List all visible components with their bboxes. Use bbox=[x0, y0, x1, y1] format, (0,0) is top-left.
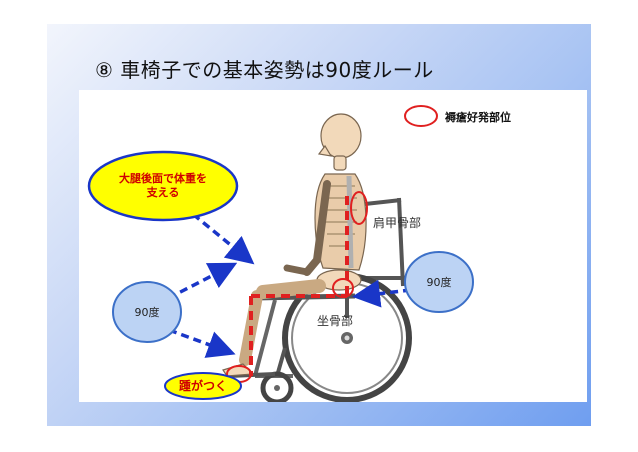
arrow-to-ankle bbox=[168, 328, 236, 358]
legend-swatch bbox=[404, 105, 438, 127]
angle-bubble-left: 90度 bbox=[134, 306, 160, 319]
arrow-to-seat bbox=[352, 279, 412, 308]
caster-wheel bbox=[260, 347, 294, 402]
callout-heel-touch: 踵がつく bbox=[178, 378, 227, 393]
label-ischium: 坐骨部 bbox=[317, 314, 354, 328]
slide: ⑧ 車椅子での基本姿勢は90度ルール bbox=[47, 24, 591, 426]
callout-thigh-support: 大腿後面で体重を 支える bbox=[93, 164, 233, 208]
callout-heel-shape bbox=[164, 372, 242, 400]
bubble-left-shape bbox=[112, 281, 182, 343]
legend-label: 褥瘡好発部位 bbox=[445, 111, 511, 124]
callout-thigh-shape bbox=[87, 150, 239, 222]
angle-bubble-right: 90度 bbox=[426, 276, 452, 289]
wheelchair-seat bbox=[253, 293, 356, 378]
slide-title: ⑧ 車椅子での基本姿勢は90度ルール bbox=[95, 58, 434, 82]
wheelchair-illustration bbox=[87, 105, 474, 402]
label-scapula: 肩甲骨部 bbox=[373, 216, 422, 230]
wheelchair-posture-figure: 褥瘡好発部位 大腿後面で体重を 支える 踵がつく 90度 90度 肩甲骨部 坐骨… bbox=[79, 90, 587, 402]
callout-thigh-line2: 支える bbox=[146, 186, 180, 199]
bubble-right-shape bbox=[404, 251, 474, 313]
callout-thigh-line1: 大腿後面で体重を bbox=[119, 172, 207, 186]
pressure-site-scapula bbox=[350, 191, 368, 225]
